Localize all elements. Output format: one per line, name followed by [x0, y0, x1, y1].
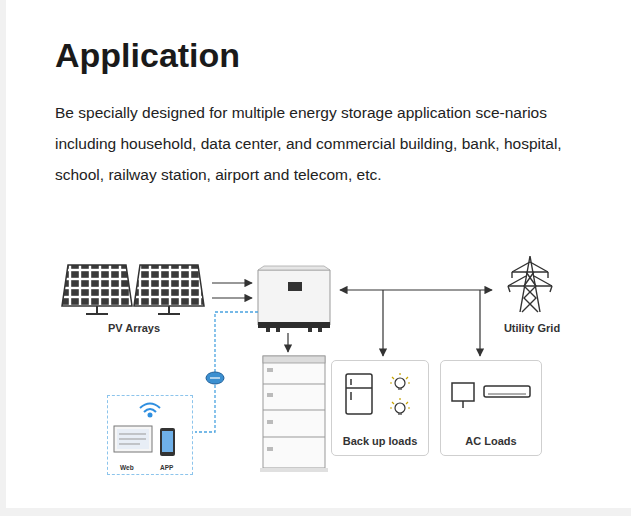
appliance-icon [452, 383, 530, 408]
node-text: PV Arrays [48, 322, 220, 334]
node-text: Utility Grid [490, 322, 574, 334]
monitoring-box: Web APP [107, 395, 193, 475]
hybrid-inverter [258, 266, 330, 332]
load-box: Back up loads [331, 360, 429, 456]
dc-arrow [212, 297, 252, 298]
load-box: AC Loads [440, 360, 542, 456]
node-label: AC Loads [441, 435, 541, 447]
bulb-icon [390, 373, 410, 414]
node-label: Utility Grid [490, 322, 574, 334]
transmission-tower [508, 256, 552, 312]
load-arrow [479, 290, 480, 356]
node-text: Back up loads [332, 435, 428, 447]
grid-arrow [340, 289, 492, 290]
wifi-icon [140, 404, 160, 417]
device-label: Web [120, 464, 134, 471]
page-title: Application [55, 36, 240, 75]
dc-arrow [212, 282, 252, 283]
node-label: Back up loads [332, 435, 428, 447]
dongle-icon [206, 372, 224, 384]
fridge-icon [346, 374, 372, 414]
utility-grid: Utility Grid [490, 252, 574, 334]
laptop-icon [114, 426, 152, 452]
pv-array: PV Arrays [48, 262, 220, 334]
load-arrow [382, 290, 383, 356]
node-label: PV Arrays [48, 322, 220, 334]
phone-icon [160, 428, 175, 456]
comm-link [195, 312, 258, 432]
solar-panel [62, 265, 204, 314]
device-label: APP [160, 464, 173, 471]
description-text: Be specially designed for multiple energ… [55, 97, 570, 190]
battery-arrow [287, 333, 288, 352]
battery-stack [260, 356, 328, 472]
node-text: AC Loads [441, 435, 541, 447]
